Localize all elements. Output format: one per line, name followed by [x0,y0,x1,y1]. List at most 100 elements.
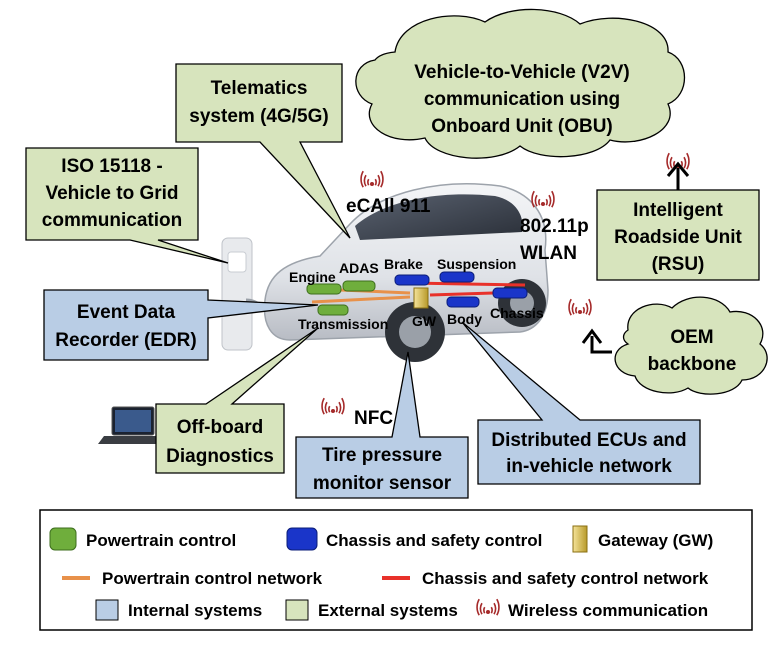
wireless-wave [548,194,552,207]
brake-ecu [394,274,430,286]
v2v-line3: Onboard Unit (OBU) [431,116,613,137]
legend-powertrain-swatch [49,527,77,551]
wireless-wave [545,198,548,206]
tire-line1: Tire pressure [322,445,442,466]
oem-cloud-shape [614,296,768,395]
legend-internal-systems: Internal systems [128,601,262,620]
suspension-label: Suspension [437,256,516,272]
iso15118-line1: ISO 15118 - [61,156,162,177]
v2v-line2: communication using [424,89,620,110]
legend-frame [39,509,753,631]
adas-ecu [342,280,376,292]
wireless-wave [669,156,673,169]
oem-arrow [581,328,612,354]
v2v-line1: Vehicle-to-Vehicle (V2V) [414,62,629,83]
wireless-dot [331,409,335,413]
iso15118-callout-shape [25,147,229,264]
wireless-dot [486,610,490,614]
wlan-label-line1: 802.11p [520,216,589,237]
wireless-dot [541,202,545,206]
wireless-wave [588,298,592,316]
distributed-line1: Distributed ECUs and [491,430,686,451]
legend-chassis-swatch [286,527,318,551]
wireless-wave [582,306,585,314]
legend-powertrain-control: Powertrain control [86,531,236,550]
wireless-wave [493,602,497,615]
wireless-wave [666,152,670,170]
rsu-line3: (RSU) [652,254,705,275]
offboard-line2: Diagnostics [166,446,274,467]
wireless-icon [360,170,384,188]
wireless-wave [363,174,367,187]
chassis-ecu [492,287,528,299]
wireless-wave [585,302,589,315]
legend-chassis-safety-network: Chassis and safety control network [422,569,709,588]
iso15118-line2: Vehicle to Grid [45,183,178,204]
wireless-wave [531,190,535,208]
oem-line2: backbone [648,354,737,375]
wireless-wave [568,298,572,316]
edr-callout-shape [43,289,319,361]
iso15118-line3: communication [42,210,182,231]
brake-label: Brake [384,256,423,272]
adas-label: ADAS [339,260,379,276]
engine-label: Engine [289,269,336,285]
telematics-line1: Telematics [211,78,308,99]
oem-line1: OEM [670,327,713,348]
rsu-antenna-arrow [666,161,690,190]
wireless-wave [374,178,377,186]
wireless-wave [341,397,345,415]
wireless-wave [686,152,690,170]
wireless-wave [490,606,493,614]
wireless-dot [578,310,582,314]
wireless-wave [683,156,687,169]
wireless-wave [551,190,555,208]
wireless-wave [496,598,500,616]
wireless-wave [571,302,575,315]
body-ecu [446,296,480,308]
offboard-callout-shape [155,327,319,474]
powertrain-network-line [311,295,411,304]
wireless-wave [476,598,480,616]
wireless-wave [328,405,331,413]
engine-ecu [306,283,342,295]
legend-external-systems: External systems [318,601,458,620]
legend-chassis-safety-control: Chassis and safety control [326,531,542,550]
distributed-ecus-callout-shape [461,321,701,485]
wlan-label-line2: WLAN [520,243,577,264]
chassis-label: Chassis [490,305,544,321]
wireless-wave [377,174,381,187]
body-label: Body [447,311,482,327]
legend-wireless-icon [476,598,500,616]
wireless-wave [321,397,325,415]
wireless-wave [483,606,486,614]
wireless-wave [367,178,370,186]
wireless-wave [335,405,338,413]
car-labels: Engine ADAS Brake Suspension Transmissio… [289,196,589,429]
tire-line2: monitor sensor [313,473,452,494]
wireless-wave [534,194,538,207]
wireless-wave [538,198,541,206]
transmission-label: Transmission [298,316,388,332]
suspension-ecu [439,271,475,283]
legend-wireless-communication: Wireless communication [508,601,708,620]
legend-external-swatch [285,599,309,621]
ecu-boxes [306,271,528,316]
edr-line1: Event Data [77,302,176,323]
ecall-label: eCAll 911 [346,196,431,217]
wireless-icon [666,152,690,170]
gateway-ecu [413,287,429,309]
legend-gateway-swatch [572,525,588,553]
wireless-wave [380,170,384,188]
wireless-wave [338,401,342,414]
rsu-line1: Intelligent [633,200,723,221]
telematics-line2: system (4G/5G) [189,106,328,127]
rsu-box [596,189,760,281]
gw-label: GW [412,313,437,329]
wireless-icon [531,190,555,208]
wireless-icon [321,397,345,415]
legend: Powertrain control Chassis and safety co… [39,509,753,631]
telematics-callout-shape [175,63,351,239]
rsu-line2: Roadside Unit [614,227,742,248]
